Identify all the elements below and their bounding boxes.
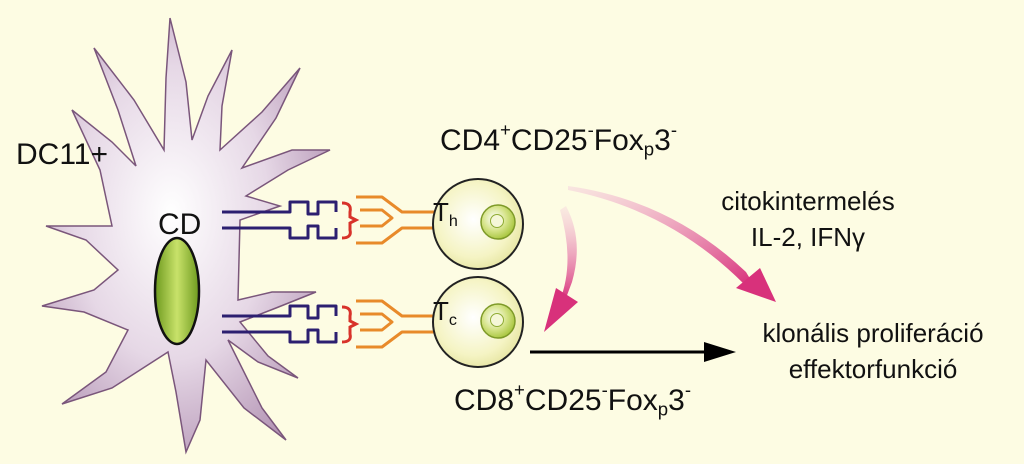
t-cytotoxic-nucleolus [490,313,504,327]
peptide-bracket-bottom [341,305,360,344]
helper-to-cytotoxic-arrow [560,206,577,300]
cd25-sign: - [587,119,594,141]
t-cytotoxic-letter: T [433,296,449,326]
cd4-phenotype-label: CD4+CD25-Foxp3- [440,120,677,158]
foxp3-number: 3 [654,124,671,157]
cd8-marker: CD8 [454,384,515,417]
cytokine-label-line1: citokintermelés [721,186,895,216]
cd25-sign: - [601,379,608,401]
t-helper-nucleolus [490,214,504,228]
mhc-receptor-bottom [222,304,338,344]
cd25-marker: CD25 [510,124,588,157]
t-helper-subscript: h [448,211,458,230]
nucleus [153,236,201,346]
mhc-receptor-top [222,200,338,240]
t-helper-label: Th [433,197,458,229]
foxp3-sign: - [684,379,692,401]
foxp3-marker: Fox [593,124,644,157]
t-cytotoxic-label: Tc [433,296,457,328]
tcr-top [356,195,436,245]
cd25-marker: CD25 [524,384,602,417]
cd4-marker: CD4 [440,124,501,157]
proliferation-arrowhead [704,342,736,362]
helper-to-cytotoxic-arrowhead [544,288,578,332]
cd-receptor-label: CD [158,208,202,241]
t-cytotoxic-cell [432,276,524,368]
cd8-sign: + [514,379,525,401]
outcome-label-line2: effektorfunkció [788,354,958,384]
cytokine-label-line2: IL-2, IFNγ [750,222,866,252]
dc-label: DC11+ [16,138,108,171]
foxp3-marker: Fox [607,384,658,417]
cd8-phenotype-label: CD8+CD25-Foxp3- [454,380,691,418]
t-cytotoxic-subscript: c [448,310,457,329]
cd4-sign: + [500,119,511,141]
peptide-bracket-top [341,201,360,240]
t-helper-cell [432,178,524,270]
t-helper-letter: T [433,197,449,227]
tcr-bottom [356,299,436,349]
outcome-label-line1: klonális proliferáció [762,318,984,348]
foxp3-subscript: p [643,138,655,160]
dendritic-cell [41,17,331,455]
foxp3-sign: - [670,119,678,141]
foxp3-number: 3 [668,384,685,417]
cytokine-arrowhead [736,268,776,302]
foxp3-subscript: p [657,398,669,420]
